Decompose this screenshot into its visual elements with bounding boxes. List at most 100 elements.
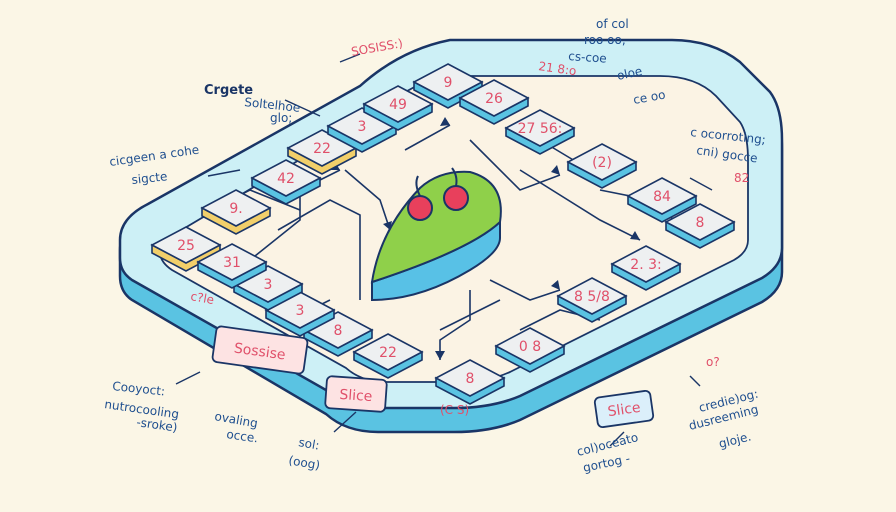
label-slice-center-text: Slice	[339, 387, 373, 405]
note-bl-3: -sroke)	[136, 415, 179, 435]
cherry-stem	[415, 175, 421, 197]
tile-label: (2)	[592, 155, 612, 171]
tile: 9.	[200, 189, 272, 235]
tile-label: 49	[389, 97, 407, 113]
tile: (2)	[566, 143, 638, 189]
annotation-arrows	[175, 53, 713, 447]
note-mid-right: o?	[706, 355, 720, 369]
arrow-head	[440, 117, 450, 126]
tile: 27 56:	[504, 109, 576, 155]
note-bc-4: (oog)	[287, 453, 321, 472]
tile-label: 2. 3:	[630, 257, 661, 273]
tile: 26	[458, 79, 530, 125]
tile-label: 8	[334, 323, 343, 339]
flow-line	[439, 299, 501, 331]
note-top-center: SOSISS:)	[350, 36, 404, 59]
note-top-right-4: 21 8:o	[538, 59, 578, 78]
tile: 84	[626, 177, 698, 223]
diagram-title: Crgete	[204, 83, 253, 98]
label-sossise-text: Sossise	[233, 340, 287, 363]
tile-top	[362, 85, 434, 123]
tile-top	[200, 189, 272, 227]
label-slice-right-text: Slice	[607, 400, 642, 420]
note-top-right-3: cs-coe	[568, 49, 607, 66]
label-sossise: Sossise	[211, 325, 309, 375]
tile-top	[626, 177, 698, 215]
cake-slice	[370, 167, 502, 302]
cherry-left	[407, 195, 433, 221]
note-top-right-5: oloe	[616, 64, 644, 83]
tile-label: 8 5/8	[574, 289, 610, 305]
tile-label: 3	[358, 119, 367, 135]
note-right-3: 82	[734, 171, 749, 185]
tile: 0 8	[494, 327, 566, 373]
flow-line	[439, 290, 471, 360]
cherry-stem	[451, 167, 458, 187]
flow-line	[344, 169, 391, 231]
note-br-1: col)oceato	[575, 430, 639, 459]
tile-label: 9.	[229, 201, 242, 217]
tile-top	[250, 159, 322, 197]
tile-top	[458, 79, 530, 117]
arrow-head	[551, 280, 560, 290]
label-slice-center: Slice	[324, 375, 388, 413]
note-top-right-6: ce oo	[632, 88, 666, 107]
arrow-head	[551, 165, 560, 175]
tile-label: 22	[379, 345, 397, 361]
note-mid-left: c?le	[189, 289, 215, 307]
tile-layer: 25 9. 42 22 3 49 9 26 27 56: (2) 84 8 2. 3: 8 5/8 0 8 8…	[150, 63, 736, 405]
tile-label: 22	[313, 141, 331, 157]
tile-label: 8	[466, 371, 475, 387]
note-left-2: sigcte	[131, 169, 168, 187]
note-top-left-1: Soltelhoe	[244, 95, 301, 115]
note-bc-3: sol:	[297, 435, 320, 452]
tile-label: 0 8	[519, 339, 541, 355]
tile-label: 3	[264, 277, 273, 293]
label-slice-right: Slice	[593, 389, 655, 429]
tile: 22	[352, 333, 424, 379]
flow-line	[489, 279, 561, 301]
flow-line	[404, 124, 451, 151]
note-bc-2: occe.	[226, 427, 259, 445]
tile-top	[352, 333, 424, 371]
tile-label: 84	[653, 189, 671, 205]
tile: 8	[664, 203, 736, 249]
note-bl-1: Cooyoct:	[112, 379, 166, 398]
arrow-head	[435, 351, 445, 360]
tile: 9	[412, 63, 484, 109]
flow-line	[277, 199, 361, 300]
tile-top	[664, 203, 736, 241]
tile-label: 3	[296, 303, 305, 319]
note-br-5: gloje.	[717, 429, 752, 451]
tile-label: 8	[696, 215, 705, 231]
tile-label: 26	[485, 91, 503, 107]
note-left-1: cicgeen a cohe	[108, 143, 200, 169]
tile-top	[494, 327, 566, 365]
tile-top	[556, 277, 628, 315]
tile-top	[150, 226, 222, 264]
tile-top	[196, 243, 268, 281]
arrow-head	[630, 231, 640, 240]
tile: 2. 3:	[610, 245, 682, 291]
tile-label: 25	[177, 238, 195, 254]
tile-top	[434, 359, 506, 397]
flow-line	[469, 139, 561, 191]
tile: 8 5/8	[556, 277, 628, 323]
tile-top	[566, 143, 638, 181]
tile-label: 42	[277, 171, 295, 187]
tile: 49	[362, 85, 434, 131]
tile-top	[504, 109, 576, 147]
note-mid-bottom: (C S)	[440, 403, 469, 417]
tile-label: 31	[223, 255, 241, 271]
tile: 31	[196, 243, 268, 289]
cherry-right	[443, 185, 469, 211]
note-top-right-1: of col	[596, 17, 629, 31]
tile: 8	[434, 359, 506, 405]
tile-top	[412, 63, 484, 101]
note-top-right-2: roo oo,	[584, 33, 626, 47]
tile-label: 9	[444, 75, 453, 91]
tile-label: 27 56:	[518, 121, 563, 137]
flow-line	[519, 169, 641, 241]
